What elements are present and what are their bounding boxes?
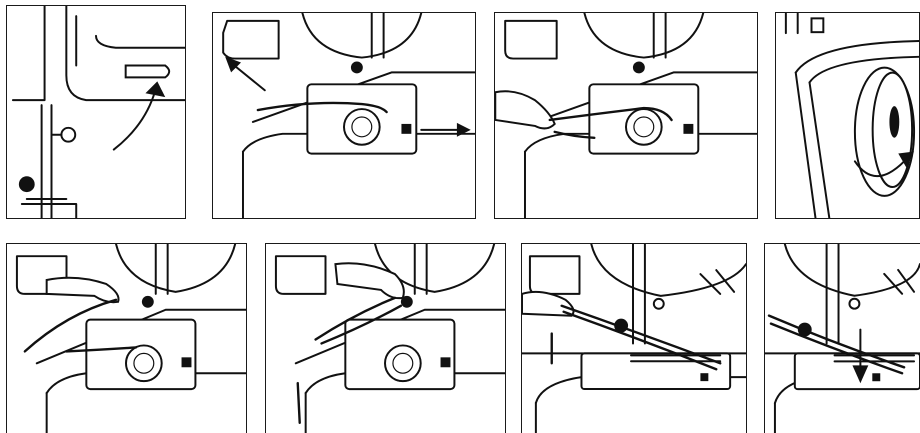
pull-thread-back-icon: [222, 13, 475, 218]
panel-step-5: [6, 243, 247, 433]
panel-step-1: [6, 5, 186, 219]
presser-foot-lever-icon: [11, 6, 185, 218]
panel-step-3: [494, 12, 758, 219]
panel-step-4: [775, 12, 920, 219]
panel-step-8: [764, 243, 920, 433]
loop-thread-icon: [15, 244, 246, 433]
turn-handwheel-icon: [784, 13, 919, 218]
hold-thread-icon: [495, 13, 757, 218]
lower-presser-foot-icon: [765, 244, 920, 433]
panel-step-2: [212, 12, 476, 219]
place-threads-icon: [522, 244, 746, 433]
pull-bobbin-thread-icon: [274, 244, 505, 433]
panel-step-7: [521, 243, 747, 433]
panel-step-6: [265, 243, 506, 433]
